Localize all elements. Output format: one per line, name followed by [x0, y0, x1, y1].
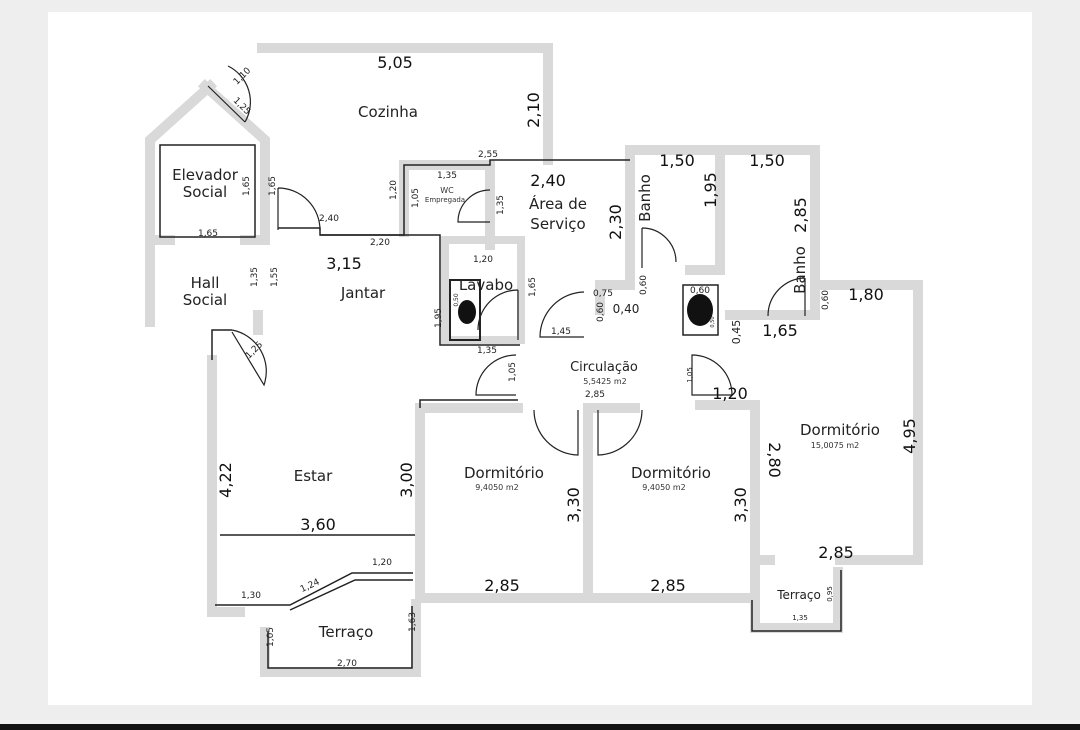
- fixtures: [458, 294, 713, 326]
- dim: 0,60: [690, 286, 710, 296]
- dim: 1,95: [434, 308, 444, 328]
- room-circulacao: Circulação: [570, 360, 638, 375]
- dim: 1,50: [749, 151, 785, 170]
- dim: 1,05: [266, 627, 276, 647]
- room-hall-1: Hall: [191, 274, 220, 292]
- dim: 3,30: [564, 487, 583, 523]
- bottom-bar: [0, 724, 1080, 730]
- dim: 1,25: [244, 340, 265, 361]
- room-dormitorio-3-area: 15,0075 m2: [811, 441, 860, 450]
- dim: 0,60: [639, 275, 649, 295]
- dim: 2,85: [791, 197, 810, 233]
- room-dormitorio-1: Dormitório: [464, 464, 544, 482]
- dim: 0,50: [453, 293, 460, 307]
- dim: 2,80: [765, 442, 784, 478]
- dimension-labels: 5,05 2,10 1,10 1,25 1,65 1,65 1,65 2,40 …: [198, 53, 919, 669]
- dim: 0,60: [596, 302, 606, 322]
- dim: 1,50: [659, 151, 695, 170]
- dim: 1,65: [242, 176, 252, 196]
- dim: 1,20: [473, 255, 493, 265]
- room-dormitorio-1-area: 9,4050 m2: [475, 483, 518, 492]
- doors: [207, 65, 806, 456]
- dim: 2,85: [585, 390, 605, 400]
- dim: 1,35: [496, 195, 506, 215]
- room-dormitorio-2: Dormitório: [631, 464, 711, 482]
- dim: 0,40: [613, 302, 640, 316]
- dim: 1,05: [508, 362, 518, 382]
- dim: 0,50: [710, 316, 716, 327]
- dim: 3,00: [397, 462, 416, 498]
- dim: 2,40: [319, 214, 339, 224]
- dim: 1,63: [408, 612, 418, 632]
- room-estar: Estar: [294, 467, 333, 485]
- dim: 1,55: [270, 267, 280, 287]
- room-terraco-1: Terraço: [318, 623, 374, 641]
- room-wc-2: Empregada: [425, 196, 465, 204]
- dim: 1,80: [848, 285, 884, 304]
- dim: 1,05: [686, 367, 694, 383]
- dim: 2,85: [818, 543, 854, 562]
- room-jantar: Jantar: [340, 284, 386, 302]
- dim: 1,20: [372, 558, 392, 568]
- room-wc-1: WC: [440, 186, 454, 195]
- dim: 2,20: [370, 238, 390, 248]
- room-area-2: Serviço: [530, 215, 585, 233]
- dim: 1,20: [389, 180, 399, 200]
- dim: 1,10: [232, 66, 253, 87]
- dim: 3,60: [300, 515, 336, 534]
- room-area-1: Área de: [529, 194, 587, 213]
- dim: 1,35: [477, 346, 497, 356]
- dim: 2,55: [478, 150, 498, 160]
- dim: 2,40: [530, 171, 566, 190]
- dim: 5,05: [377, 53, 413, 72]
- dim: 1,65: [528, 277, 538, 297]
- dim: 4,22: [216, 462, 235, 498]
- dim: 1,20: [712, 384, 748, 403]
- washer-icon: [687, 294, 713, 326]
- dim: 2,70: [337, 659, 357, 669]
- lines: [159, 144, 842, 669]
- dim: 1,65: [762, 321, 798, 340]
- dim: 1,45: [551, 327, 571, 337]
- dim: 2,10: [524, 92, 543, 128]
- dim: 2,85: [650, 576, 686, 595]
- dim: 1,35: [250, 267, 260, 287]
- dim: 1,65: [268, 176, 278, 196]
- room-banho-1: Banho: [636, 174, 654, 222]
- room-banho-2: Banho: [791, 246, 809, 294]
- dim: 0,95: [826, 586, 834, 602]
- dim: 1,35: [437, 171, 457, 181]
- dim: 4,95: [900, 418, 919, 454]
- dim: 3,15: [326, 254, 362, 273]
- dim: 2,30: [606, 204, 625, 240]
- dim: 3,30: [731, 487, 750, 523]
- dim: 0,45: [730, 320, 743, 345]
- room-hall-2: Social: [183, 291, 227, 309]
- room-terraco-2: Terraço: [776, 588, 821, 602]
- dim: 1,05: [411, 188, 421, 208]
- dim: 1,30: [241, 591, 261, 601]
- room-elevador-2: Social: [183, 183, 227, 201]
- toilet-icon: [458, 300, 476, 324]
- room-dormitorio-2-area: 9,4050 m2: [642, 483, 685, 492]
- dim: 1,35: [792, 614, 808, 622]
- dim: 1,95: [701, 172, 720, 208]
- room-dormitorio-3: Dormitório: [800, 421, 880, 439]
- dim: 1,65: [198, 229, 218, 239]
- room-labels: Cozinha Elevador Social Hall Social Jant…: [172, 103, 880, 641]
- room-circulacao-area: 5,5425 m2: [583, 377, 626, 386]
- dim: 0,75: [593, 289, 613, 299]
- room-cozinha: Cozinha: [358, 103, 418, 121]
- dim: 2,85: [484, 576, 520, 595]
- dim: 0,60: [821, 290, 831, 310]
- room-lavabo: Lavabo: [459, 276, 513, 294]
- room-elevador-1: Elevador: [172, 166, 239, 184]
- dim: 1,24: [299, 577, 322, 595]
